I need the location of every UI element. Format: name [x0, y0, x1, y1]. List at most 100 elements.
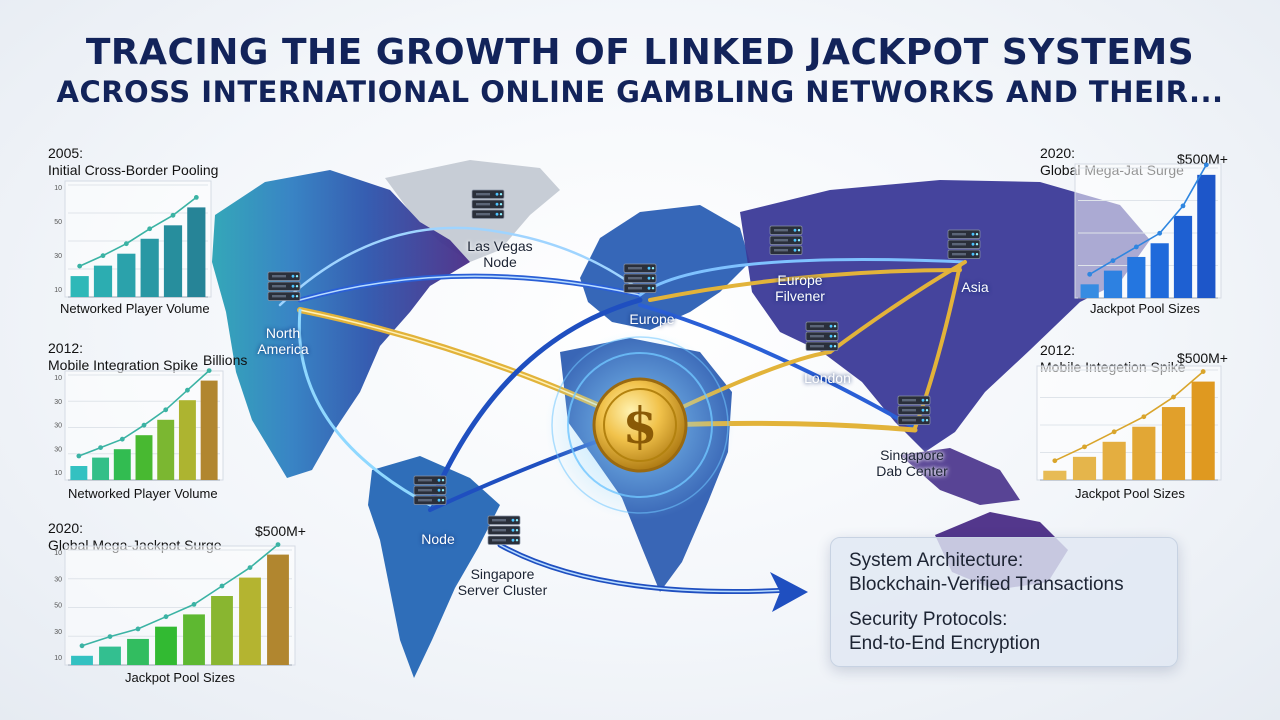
trend-point — [147, 226, 153, 232]
security-text: End-to-End Encryption — [849, 633, 1041, 654]
bar — [183, 614, 205, 665]
label-singapore-data-center: Singapore Dab Center — [876, 447, 948, 479]
label-europe: Europe — [629, 311, 675, 327]
architecture-heading: System Architecture: — [849, 550, 1024, 571]
y-tick-label: 10 — [54, 655, 62, 662]
label-europe-filvener: Europe Filvener — [775, 272, 825, 304]
panel-year: 2020: — [1040, 145, 1076, 161]
trend-point — [98, 445, 103, 450]
plot-area — [1074, 163, 1222, 299]
y-tick-label: 30 — [54, 399, 62, 406]
bar — [70, 276, 89, 297]
bar — [1150, 243, 1169, 298]
trend-point — [123, 241, 129, 247]
trend-point — [107, 634, 113, 639]
trend-point — [119, 436, 125, 442]
trend-point — [191, 602, 197, 607]
server-rack-icon — [947, 229, 981, 259]
europe-shape — [580, 205, 750, 330]
panel-annotation: $500M+ — [255, 523, 306, 539]
title-line-2: ACROSS INTERNATIONAL ONLINE GAMBLING NET… — [56, 75, 1224, 109]
y-tick-label: 10 — [54, 550, 62, 557]
bar — [1103, 270, 1123, 298]
bar — [1197, 174, 1216, 298]
trend-point — [170, 212, 176, 218]
bar — [140, 238, 159, 297]
bar — [92, 457, 110, 480]
server-rack-icon — [487, 515, 521, 545]
bar — [1102, 441, 1126, 480]
plot-area — [1036, 365, 1222, 481]
bar — [1161, 407, 1186, 480]
bar — [93, 265, 113, 297]
label-node: Node — [421, 531, 455, 547]
bar — [127, 638, 149, 665]
bar — [178, 400, 196, 480]
asia-shape — [740, 180, 1150, 452]
panel-annotation: $500M+ — [1177, 151, 1228, 167]
y-tick-label: 10 — [54, 375, 62, 382]
panel-annotation: $500M+ — [1177, 350, 1228, 366]
server-rack-icon — [471, 189, 505, 219]
y-tick-label: 30 — [54, 576, 62, 583]
coin-dollar-symbol: $ — [623, 396, 658, 455]
server-rack-icon — [897, 395, 931, 425]
trend-point — [1082, 444, 1087, 450]
trend-point — [1141, 414, 1147, 420]
bar — [99, 646, 121, 665]
chart-panel-2020-left: 2020: Global Mega-Jackpot Surge $500M+ 1… — [40, 520, 306, 690]
chart-panel-2012-right: 2012: Mobile Integetion Spike $500M+ Jac… — [1030, 340, 1230, 510]
security-heading: Security Protocols: — [849, 609, 1008, 630]
label-las-vegas-node: Las Vegas Node — [467, 238, 533, 270]
trend-point — [77, 263, 83, 269]
bar-chart-2012-right — [1036, 365, 1222, 481]
architecture-text: Blockchain-Verified Transactions — [849, 574, 1124, 595]
panel-year: 2020: — [48, 520, 84, 536]
title-line-1: TRACING THE GROWTH OF LINKED JACKPOT SYS… — [85, 32, 1195, 73]
server-rack-icon — [413, 475, 447, 505]
arrow-head-icon — [770, 572, 808, 612]
y-tick-label: 10 — [54, 185, 62, 192]
y-tick-label: 30 — [54, 253, 62, 260]
bar — [1127, 256, 1146, 298]
trend-point — [1111, 429, 1117, 435]
panel-xlabel: Jackpot Pool Sizes — [1090, 301, 1200, 316]
bar — [239, 577, 261, 665]
trend-point — [141, 422, 147, 428]
label-london: London — [804, 370, 851, 386]
trend-point — [100, 253, 106, 259]
panel-year: 2012: — [1040, 342, 1076, 358]
label-singapore-server-cluster: Singapore Server Cluster — [457, 566, 548, 598]
trend-point — [1171, 394, 1176, 400]
infographic-title: TRACING THE GROWTH OF LINKED JACKPOT SYS… — [0, 32, 1280, 110]
trend-point — [79, 643, 85, 649]
trend-line — [1054, 370, 1204, 462]
bar — [1191, 381, 1215, 480]
chart-panel-2020-right: 2020: Global Mega-Jat Surge $500M+ Jackp… — [1030, 143, 1230, 323]
panel-xlabel: Networked Player Volume — [68, 486, 218, 501]
south-america-shape — [368, 456, 500, 678]
trend-point — [1200, 369, 1206, 374]
trend-point — [1157, 230, 1163, 236]
trend-point — [247, 565, 253, 570]
coin-ring-outer — [551, 336, 729, 514]
trend-point — [163, 407, 169, 413]
bar — [1043, 470, 1067, 480]
trend-point — [1087, 271, 1093, 277]
bar — [267, 554, 289, 665]
trend-point — [1052, 458, 1058, 464]
trend-point — [135, 626, 141, 632]
bar — [70, 466, 88, 480]
bar — [1132, 426, 1156, 480]
panel-xlabel: Networked Player Volume — [60, 301, 210, 316]
y-tick-label: 30 — [54, 446, 62, 453]
trend-point — [1133, 244, 1139, 250]
panel-year: 2005: — [48, 145, 84, 161]
label-asia: Asia — [961, 279, 989, 295]
southeast-asia-shape — [900, 448, 1020, 505]
trend-point — [185, 387, 190, 393]
